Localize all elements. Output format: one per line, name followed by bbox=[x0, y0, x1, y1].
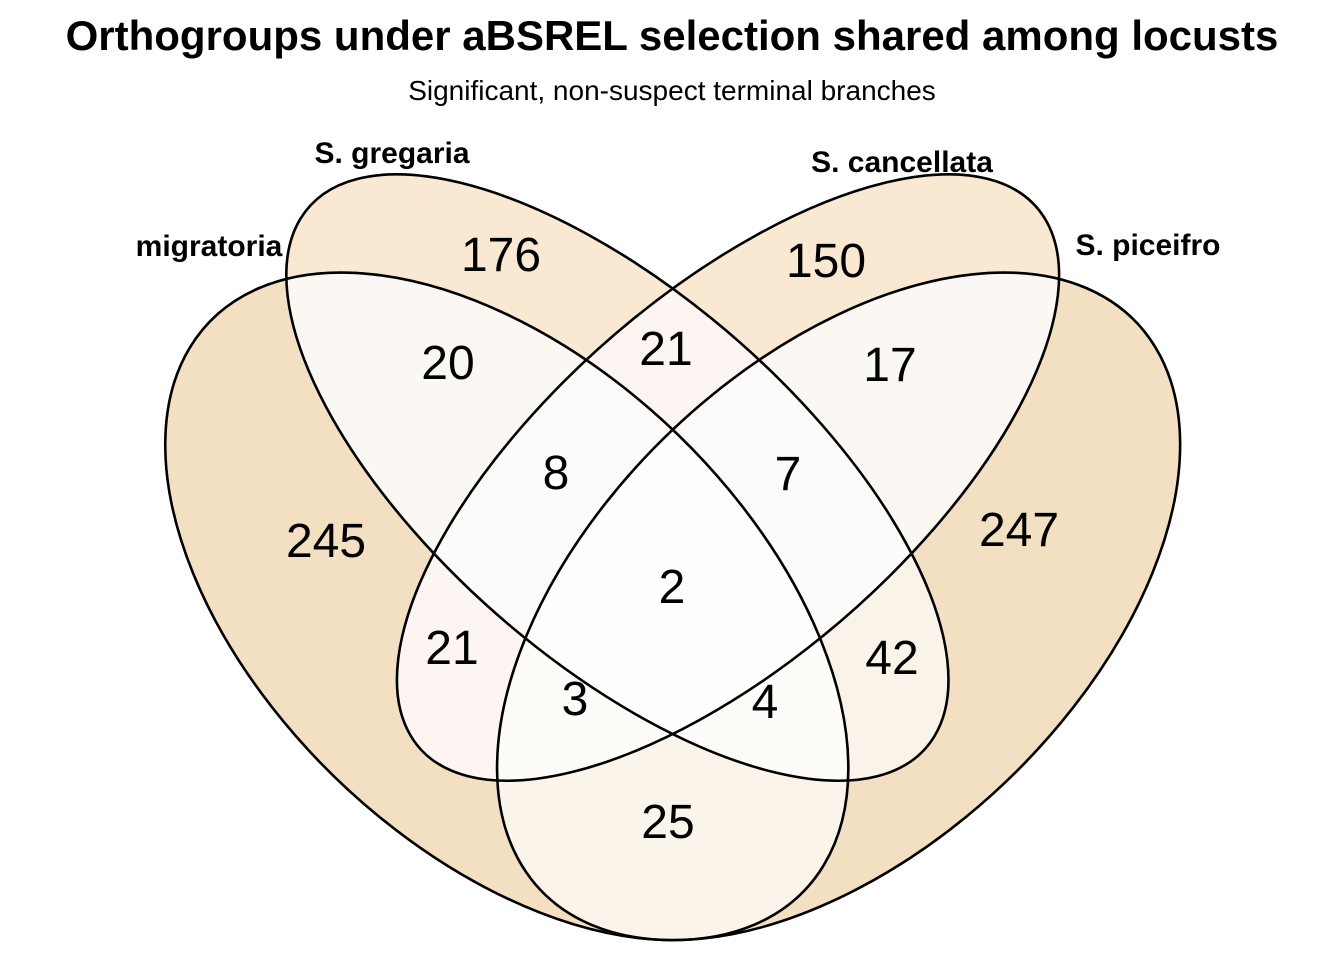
count-can-pic: 17 bbox=[863, 339, 916, 392]
set-label-migratoria: migratoria bbox=[136, 230, 283, 263]
set-label-cancellata: S. cancellata bbox=[811, 146, 993, 179]
count-mig-gre-pic: 4 bbox=[752, 676, 779, 729]
count-gre-can: 21 bbox=[639, 323, 692, 376]
count-migratoria-only: 245 bbox=[286, 515, 366, 568]
ellipse-outlines bbox=[63, 61, 1283, 960]
count-gre-can-pic: 7 bbox=[775, 448, 802, 501]
set-label-gregaria: S. gregaria bbox=[314, 137, 469, 170]
count-cancellata-only: 150 bbox=[786, 235, 866, 288]
ellipse-migratoria bbox=[63, 137, 951, 960]
count-gre-pic: 42 bbox=[865, 632, 918, 685]
chart-subtitle: Significant, non-suspect terminal branch… bbox=[408, 75, 936, 106]
ellipse-cancellata bbox=[316, 61, 1141, 895]
count-mig-can: 21 bbox=[425, 622, 478, 675]
count-mig-pic: 25 bbox=[641, 796, 694, 849]
region-counts: 245 176 150 247 20 21 17 21 42 25 8 7 3 … bbox=[286, 229, 1059, 849]
ellipse-piceifro bbox=[395, 137, 1283, 960]
count-piceifro-only: 247 bbox=[979, 504, 1059, 557]
region-fills bbox=[165, 174, 1181, 941]
count-all-four: 2 bbox=[659, 561, 686, 614]
set-label-piceifro: S. piceifro bbox=[1075, 229, 1220, 262]
ellipse-gregaria bbox=[205, 61, 1030, 895]
count-mig-can-pic: 3 bbox=[562, 673, 589, 726]
count-gregaria-only: 176 bbox=[461, 229, 541, 282]
count-mig-gre-can: 8 bbox=[543, 447, 570, 500]
count-mig-gre: 20 bbox=[421, 337, 474, 390]
set-labels: migratoria S. gregaria S. cancellata S. … bbox=[136, 137, 1221, 263]
chart-title: Orthogroups under aBSREL selection share… bbox=[66, 12, 1279, 59]
